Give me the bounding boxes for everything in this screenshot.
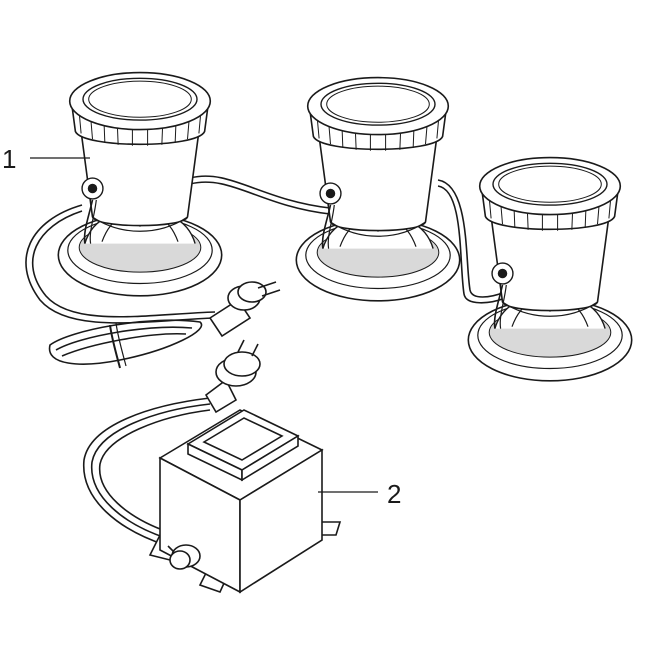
spotlight-3 (467, 156, 633, 382)
spotlight-1 (57, 71, 223, 297)
callout-label-1: 1 (2, 144, 17, 174)
transformer-plug (206, 340, 260, 412)
callout-label-2: 2 (387, 479, 402, 509)
transformer (150, 410, 340, 592)
spotlight-2 (295, 76, 461, 302)
transformer-cable (84, 398, 210, 545)
lamp-plug (210, 282, 280, 336)
leader-lines (30, 158, 378, 492)
connecting-cables (26, 176, 505, 368)
